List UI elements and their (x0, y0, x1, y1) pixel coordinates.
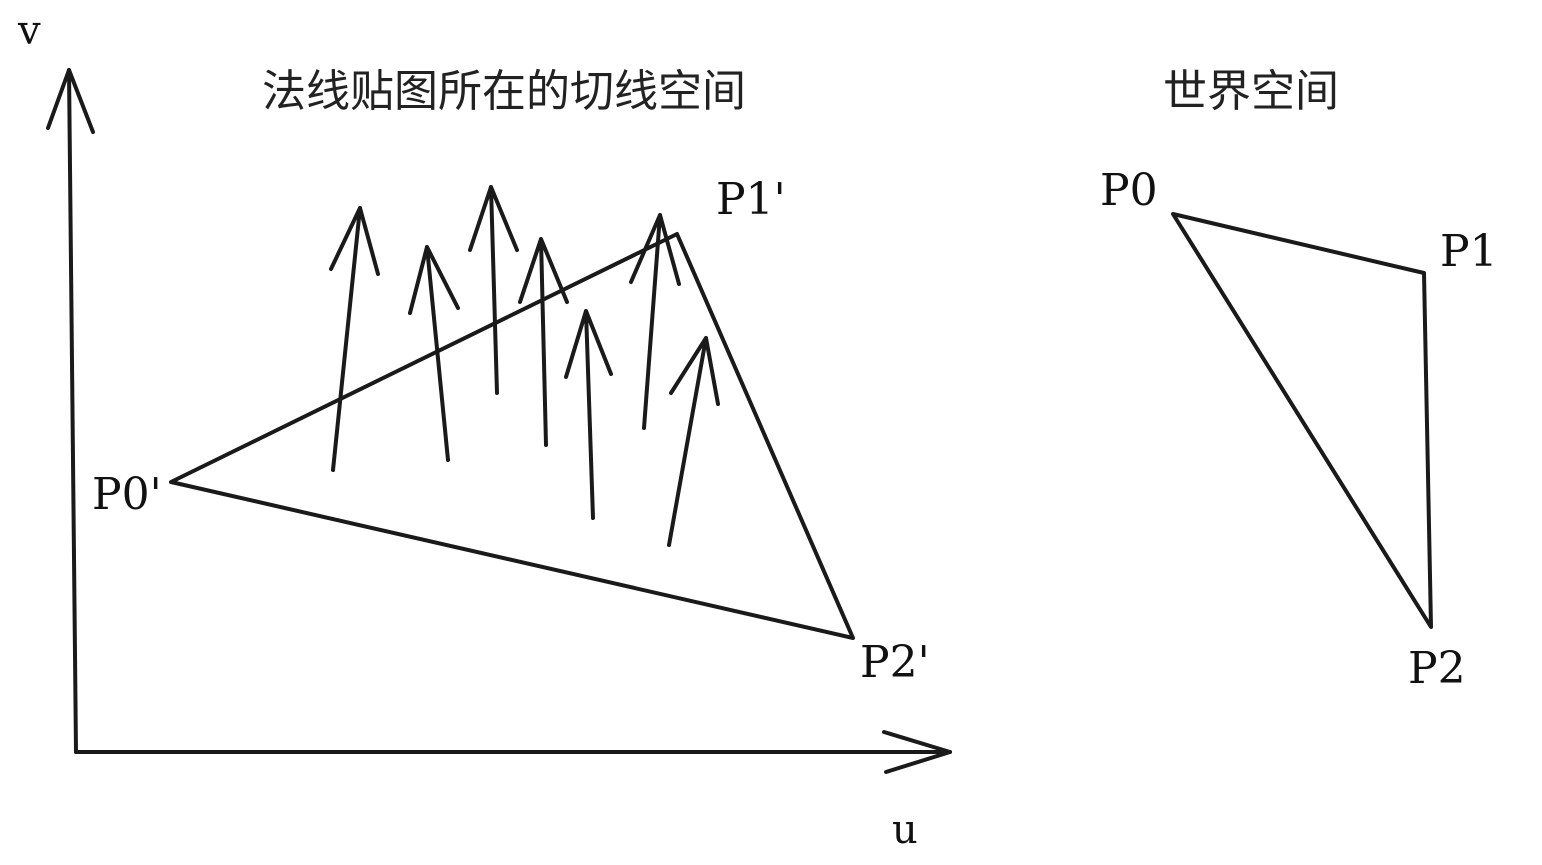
tangent-vertex-p1-label: P1' (716, 174, 786, 225)
normal-arrow-4-icon (518, 237, 569, 447)
world-triangle-outline (1171, 212, 1433, 629)
tangent-space-title: 法线贴图所在的切线空间 (262, 66, 746, 117)
u-axis-label: u (892, 807, 918, 853)
tangent-vertex-p0-label: P0' (92, 469, 162, 520)
world-space-triangle: P0 P1 P2 (1100, 165, 1498, 694)
normal-arrow-3-icon (468, 185, 519, 395)
u-axis-arrowhead-icon (882, 730, 952, 774)
tangent-vertex-p2-label: P2' (860, 637, 930, 688)
normal-arrow-2-icon (408, 245, 460, 462)
normal-arrow-1-icon (329, 206, 380, 472)
world-vertex-p0-label: P0 (1100, 165, 1158, 216)
normal-arrow-7-icon (667, 336, 720, 547)
v-axis-arrowhead-icon (46, 68, 95, 134)
normal-arrow-5-icon (564, 309, 613, 520)
normal-arrows (329, 185, 720, 547)
world-vertex-p1-label: P1 (1440, 226, 1498, 277)
tangent-triangle-outline (169, 232, 855, 640)
uv-axes: v u (17, 8, 952, 853)
world-vertex-p2-label: P2 (1408, 643, 1466, 694)
v-axis-label: v (17, 8, 41, 54)
v-axis (67, 68, 78, 754)
normal-arrow-6-icon (629, 213, 681, 430)
tangent-space-triangle: P0' P1' P2' (92, 174, 930, 688)
world-space-title: 世界空间 (1163, 66, 1339, 117)
